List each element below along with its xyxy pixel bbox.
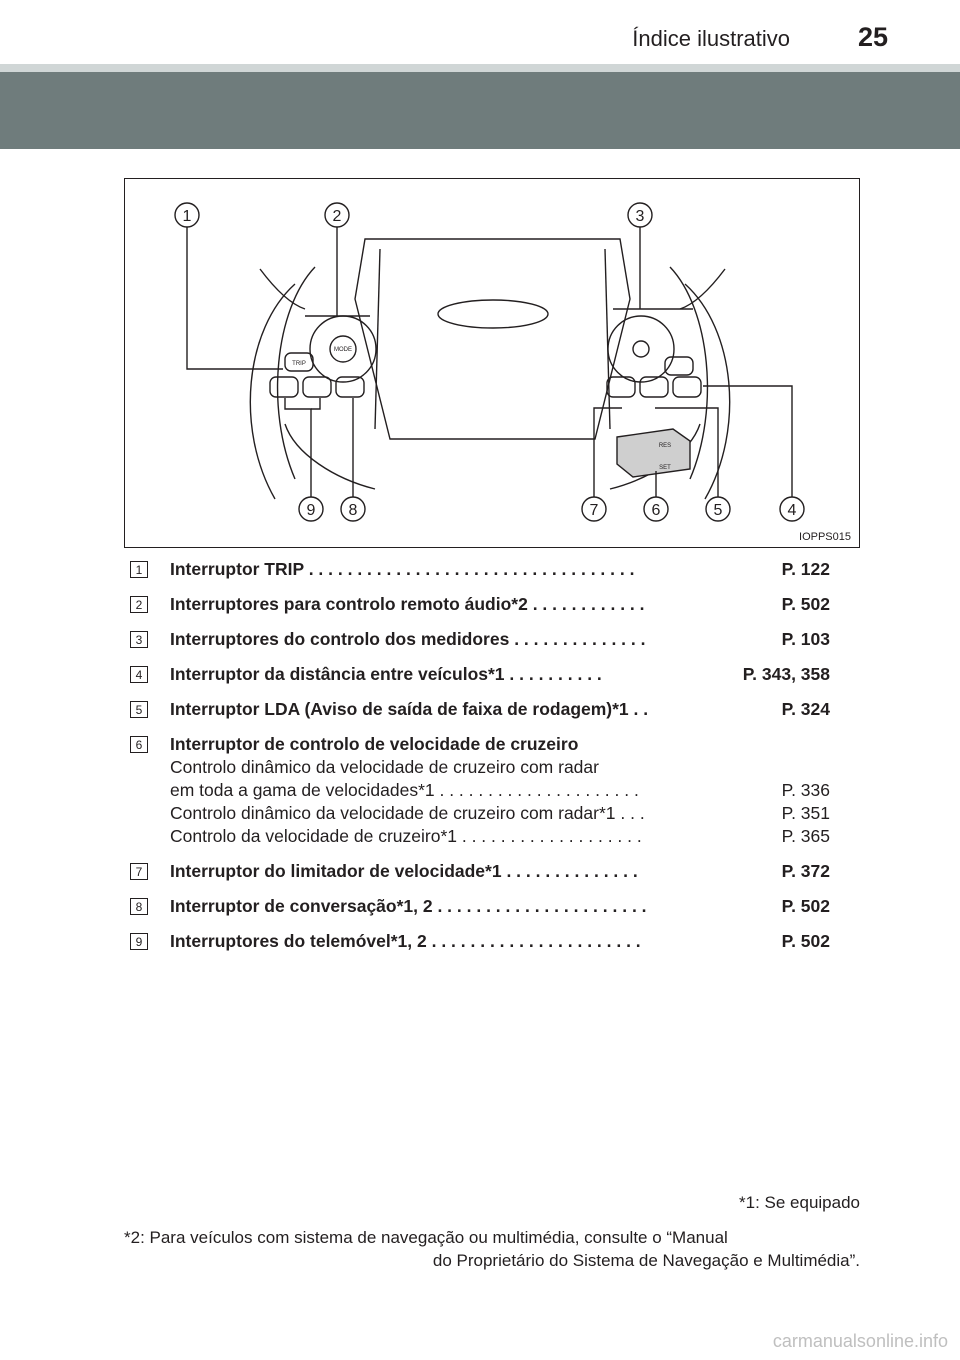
svg-text:8: 8 xyxy=(349,502,358,519)
sub-label: Controlo dinâmico da velocidade de cruze… xyxy=(170,757,599,777)
steering-wheel-illustration: 1 2 3 4 5 6 7 8 9 TRIP MODE RES SET xyxy=(174,202,805,522)
svg-text:9: 9 xyxy=(307,502,316,519)
svg-text:4: 4 xyxy=(788,502,797,519)
header-rule xyxy=(0,64,960,72)
list-item: 2 Interruptores para controlo remoto áud… xyxy=(130,593,830,616)
svg-text:5: 5 xyxy=(714,502,723,519)
svg-text:6: 6 xyxy=(652,502,661,519)
item-label: Interruptor LDA (Aviso de saída de faixa… xyxy=(170,699,649,719)
list-item: 4 Interruptor da distância entre veículo… xyxy=(130,663,830,686)
item-label: Interruptor de conversação*1, 2 . . . . … xyxy=(170,896,647,916)
page-header: Índice ilustrativo 25 xyxy=(0,0,960,72)
item-number: 9 xyxy=(130,933,148,950)
page-ref: P. 336 xyxy=(781,780,830,800)
page-ref: P. 122 xyxy=(781,559,830,579)
sub-label: Controlo da velocidade de cruzeiro*1 . .… xyxy=(170,826,642,846)
meter-switch-pad xyxy=(607,315,675,383)
footnote-2-line-2: do Proprietário do Sistema de Navegação … xyxy=(432,1251,860,1270)
page-ref: P. 502 xyxy=(781,594,830,614)
watermark: carmanualsonline.info xyxy=(772,1331,948,1351)
page-ref: P. 365 xyxy=(781,826,830,846)
page-ref: P. 343, 358 xyxy=(742,664,830,684)
list-item: 8 Interruptor de conversação*1, 2 . . . … xyxy=(130,895,830,918)
page-ref: P. 351 xyxy=(781,803,830,823)
svg-text:2: 2 xyxy=(333,208,342,225)
list-item: 9 Interruptores do telemóvel*1, 2 . . . … xyxy=(130,930,830,953)
page-ref: P. 103 xyxy=(781,629,830,649)
svg-text:7: 7 xyxy=(590,502,599,519)
list-item: 7 Interruptor do limitador de velocidade… xyxy=(130,860,830,883)
svg-text:3: 3 xyxy=(636,208,645,225)
sub-label: Controlo dinâmico da velocidade de cruze… xyxy=(170,803,645,823)
item-label: Interruptores do telemóvel*1, 2 . . . . … xyxy=(170,931,641,951)
header-band xyxy=(0,72,960,149)
hub-outline xyxy=(354,238,631,440)
svg-text:MODE: MODE xyxy=(334,347,352,353)
rim-left xyxy=(249,283,296,500)
list-item: 5 Interruptor LDA (Aviso de saída de fai… xyxy=(130,698,830,721)
item-number: 6 xyxy=(130,736,148,753)
svg-text:SET: SET xyxy=(659,465,671,471)
item-number: 5 xyxy=(130,701,148,718)
cruise-control-lever xyxy=(616,428,691,478)
footnote-1: *1: Se equipado xyxy=(739,1193,860,1212)
section-title: Índice ilustrativo xyxy=(632,26,790,51)
sub-label: em toda a gama de velocidades*1 . . . . … xyxy=(170,780,639,800)
item-number: 3 xyxy=(130,631,148,648)
page-ref: P. 502 xyxy=(781,931,830,951)
page-ref: P. 372 xyxy=(781,861,830,881)
steering-wheel-figure: 1 2 3 4 5 6 7 8 9 TRIP MODE RES SET IOPP… xyxy=(124,178,860,548)
item-label: Interruptor de controlo de velocidade de… xyxy=(170,734,579,754)
callout-list: 1 Interruptor TRIP . . . . . . . . . . .… xyxy=(130,558,830,965)
svg-text:1: 1 xyxy=(183,208,192,225)
footnote-2-line-1: *2: Para veículos com sistema de navegaç… xyxy=(124,1228,728,1247)
page-number: 25 xyxy=(857,22,888,52)
svg-text:RES: RES xyxy=(659,443,671,449)
item-label: Interruptor da distância entre veículos*… xyxy=(170,664,602,684)
footnote-2: *2: Para veículos com sistema de navegaç… xyxy=(124,1226,860,1272)
list-item: 1 Interruptor TRIP . . . . . . . . . . .… xyxy=(130,558,830,581)
item-number: 2 xyxy=(130,596,148,613)
item-number: 1 xyxy=(130,561,148,578)
item-label: Interruptor TRIP . . . . . . . . . . . .… xyxy=(170,559,635,579)
page-ref: P. 324 xyxy=(781,699,830,719)
item-number: 4 xyxy=(130,666,148,683)
item-label: Interruptores para controlo remoto áudio… xyxy=(170,594,645,614)
page-ref: P. 502 xyxy=(781,896,830,916)
list-item: 6 Interruptor de controlo de velocidade … xyxy=(130,733,830,848)
item-label: Interruptores do controlo dos medidores … xyxy=(170,629,646,649)
list-item: 3 Interruptores do controlo dos medidore… xyxy=(130,628,830,651)
figure-code: IOPPS015 xyxy=(799,531,851,543)
item-label: Interruptor do limitador de velocidade*1… xyxy=(170,861,638,881)
item-number: 8 xyxy=(130,898,148,915)
center-emblem xyxy=(437,299,549,329)
svg-text:TRIP: TRIP xyxy=(292,361,306,367)
item-number: 7 xyxy=(130,863,148,880)
